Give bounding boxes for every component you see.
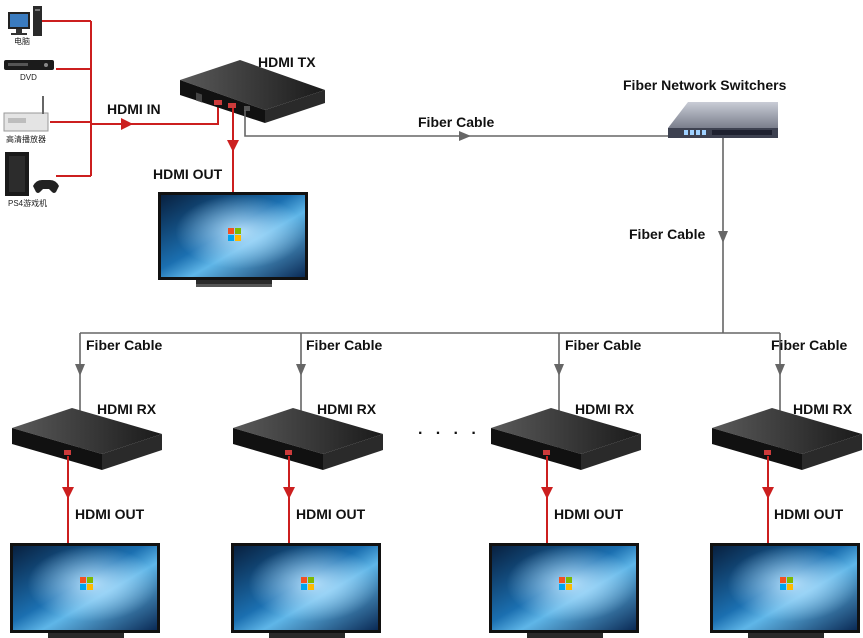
hdmi-rx-device-1 bbox=[12, 408, 162, 470]
game-console-icon bbox=[5, 152, 59, 196]
rx4-fiber-label: Fiber Cable bbox=[771, 337, 848, 353]
hdmi-tx-label: HDMI TX bbox=[258, 54, 316, 70]
source-label-ps4: PS4游戏机 bbox=[8, 199, 48, 208]
rx-monitor-icon-3 bbox=[489, 543, 639, 638]
ellipsis-dots: · · · · bbox=[418, 425, 481, 442]
rx3-hdmi-out-label: HDMI OUT bbox=[554, 506, 624, 522]
fiber-cable-down-label: Fiber Cable bbox=[629, 226, 706, 242]
fiber-cable-tx-switch bbox=[244, 110, 672, 137]
rx-hdmi-out-lines bbox=[67, 456, 769, 543]
rx4-hdmi-out-label: HDMI OUT bbox=[774, 506, 844, 522]
fiber-distribution bbox=[79, 138, 781, 458]
source-label-hd-player: 高清播放器 bbox=[6, 135, 46, 144]
source-hdmi-bus bbox=[42, 20, 219, 177]
hdmi-tx-device bbox=[180, 60, 325, 123]
hdmi-in-arrow bbox=[121, 118, 133, 130]
hd-player-icon bbox=[3, 96, 49, 132]
fiber-arrow-down bbox=[718, 231, 728, 243]
tx-hdmi-out-line bbox=[227, 108, 239, 192]
fiber-arrow-top bbox=[459, 131, 471, 141]
fiber-cable-top-label: Fiber Cable bbox=[418, 114, 495, 130]
hdmi-rx-device-2 bbox=[233, 408, 383, 470]
fiber-switch-device bbox=[668, 102, 778, 138]
rx-monitor-icon-2 bbox=[231, 543, 381, 638]
rx2-hdmi-out-label: HDMI OUT bbox=[296, 506, 366, 522]
rx1-hdmi-out-label: HDMI OUT bbox=[75, 506, 145, 522]
rx1-label: HDMI RX bbox=[97, 401, 157, 417]
rx-monitor-icon-1 bbox=[10, 543, 160, 638]
fiber-switch-label: Fiber Network Switchers bbox=[623, 77, 787, 93]
rx4-label: HDMI RX bbox=[793, 401, 853, 417]
rx-monitor-icon-4 bbox=[710, 543, 860, 638]
rx3-label: HDMI RX bbox=[575, 401, 635, 417]
tx-hdmi-out-label: HDMI OUT bbox=[153, 166, 223, 182]
rx2-fiber-label: Fiber Cable bbox=[306, 337, 383, 353]
rx1-fiber-label: Fiber Cable bbox=[86, 337, 163, 353]
source-label-pc: 电脑 bbox=[14, 37, 30, 46]
desktop-pc-icon bbox=[8, 6, 42, 36]
rx-hdmi-out-arrows bbox=[62, 487, 774, 499]
tx-monitor-icon bbox=[158, 192, 308, 287]
hdmi-rx-device-3 bbox=[491, 408, 641, 470]
rx2-label: HDMI RX bbox=[317, 401, 377, 417]
fiber-rx-arrows bbox=[75, 364, 785, 376]
rx3-fiber-label: Fiber Cable bbox=[565, 337, 642, 353]
hdmi-rx-device-4 bbox=[712, 408, 862, 470]
source-label-dvd: DVD bbox=[20, 73, 37, 82]
hdmi-in-label: HDMI IN bbox=[107, 101, 161, 117]
dvd-player-icon bbox=[4, 60, 54, 70]
